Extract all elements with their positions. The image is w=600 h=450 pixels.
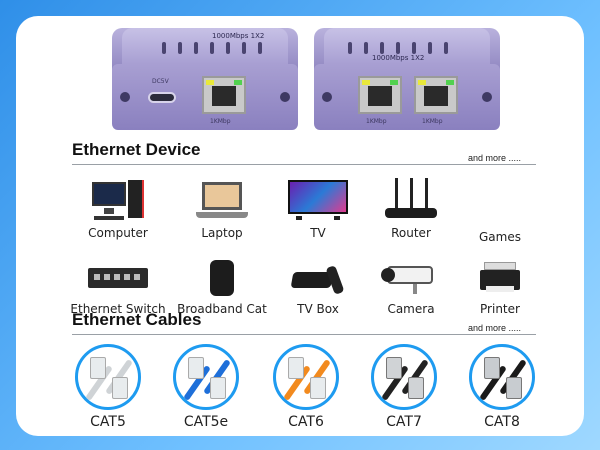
router-icon [381, 176, 441, 224]
device-router: Router [361, 176, 461, 240]
device-tv: TV [268, 176, 368, 240]
device-tv-box: TV Box [268, 252, 368, 316]
cable-cat8: CAT8 [452, 344, 552, 430]
product-hero: 1000Mbps 1X2 DC5V 1KMbp [16, 16, 584, 136]
device-label: TV Box [297, 302, 339, 316]
device-label: Ethernet Switch [70, 302, 166, 316]
device-label: TV [310, 226, 326, 240]
device-camera: Camera [361, 252, 461, 316]
cable-cat8-icon [469, 344, 535, 410]
cable-label: CAT5e [183, 414, 229, 430]
screw-icon [280, 92, 290, 102]
device-label: Computer [88, 226, 148, 240]
device-label: Camera [387, 302, 435, 316]
cable-cat5e-icon [173, 344, 239, 410]
unit-top-label: 1000Mbps 1X2 [372, 54, 425, 62]
computer-icon [88, 176, 148, 224]
screw-icon [120, 92, 130, 102]
cable-cat5: CAT5 [58, 344, 158, 430]
extender-unit-left: 1000Mbps 1X2 DC5V 1KMbp [112, 28, 298, 130]
screw-icon [322, 92, 332, 102]
more-label: and more ..... [468, 153, 522, 163]
device-label: Laptop [201, 226, 243, 240]
modem-icon [192, 252, 252, 300]
port-label: 1KMbp [210, 118, 231, 125]
port-label: 1KMbp [422, 118, 443, 125]
device-games-label: Games [450, 228, 550, 244]
device-broadband-cat: Broadband Cat [172, 252, 272, 316]
rj45-port-icon [358, 76, 402, 114]
cable-label: CAT6 [288, 414, 324, 430]
device-ethernet-switch: Ethernet Switch [68, 252, 168, 316]
device-laptop: Laptop [172, 176, 272, 240]
device-label: Router [391, 226, 431, 240]
tv-icon [288, 176, 348, 224]
printer-icon [470, 252, 530, 300]
section-title-devices: Ethernet Device [72, 140, 201, 159]
rj45-port-icon [202, 76, 246, 114]
port-label: 1KMbp [366, 118, 387, 125]
power-label: DC5V [152, 78, 169, 85]
cable-cat7-icon [371, 344, 437, 410]
device-printer: Printer [450, 252, 550, 316]
device-computer: Computer [68, 176, 168, 240]
section-title-cables: Ethernet Cables [72, 310, 202, 329]
usb-c-port-icon [148, 92, 176, 103]
device-label: Broadband Cat [177, 302, 267, 316]
more-label: and more ..... [468, 323, 522, 333]
divider [72, 334, 536, 335]
unit-top-label: 1000Mbps 1X2 [212, 32, 265, 40]
cable-cat6-icon [273, 344, 339, 410]
camera-icon [381, 252, 441, 300]
cable-label: CAT7 [386, 414, 422, 430]
device-label: Games [479, 230, 521, 244]
tvbox-icon [288, 252, 348, 300]
device-label: Printer [480, 302, 520, 316]
cable-cat5e: CAT5e [156, 344, 256, 430]
product-card: 1000Mbps 1X2 DC5V 1KMbp [16, 16, 584, 436]
switch-icon [88, 252, 148, 300]
rj45-port-icon [414, 76, 458, 114]
cable-cat6: CAT6 [256, 344, 356, 430]
extender-unit-right: 1000Mbps 1X2 1KMb [314, 28, 500, 130]
cable-label: CAT5 [90, 414, 126, 430]
cable-cat7: CAT7 [354, 344, 454, 430]
cable-cat5-icon [75, 344, 141, 410]
cable-label: CAT8 [484, 414, 520, 430]
screw-icon [482, 92, 492, 102]
laptop-icon [192, 176, 252, 224]
divider [72, 164, 536, 165]
